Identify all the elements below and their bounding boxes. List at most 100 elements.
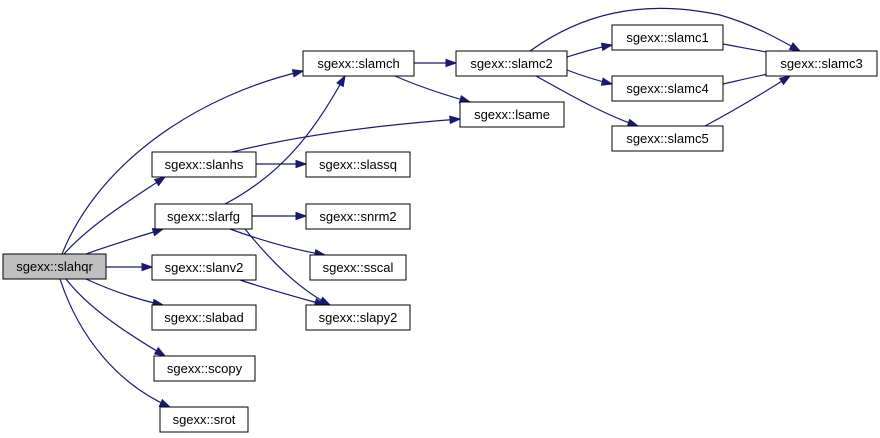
node-box xyxy=(309,254,407,281)
edge-slahqr-to-slarfg xyxy=(85,228,165,255)
node-box xyxy=(154,203,253,230)
node-box xyxy=(305,203,411,230)
edge-line xyxy=(239,279,326,306)
node-label: sgexx::slabad xyxy=(164,310,244,325)
arrowhead-icon xyxy=(626,118,640,127)
arrowhead-icon xyxy=(153,346,167,357)
node-label: sgexx::scopy xyxy=(167,361,243,376)
edge-line xyxy=(394,75,471,103)
node-box xyxy=(305,304,411,331)
node-slanv2[interactable]: sgexx::slanv2 xyxy=(151,254,257,281)
edge-slanv2-to-slapy2 xyxy=(239,279,327,307)
edge-slahqr-to-slanhs xyxy=(63,176,167,255)
node-snrm2[interactable]: sgexx::snrm2 xyxy=(305,203,411,230)
node-box xyxy=(151,304,257,331)
edge-slahqr-to-slamch xyxy=(61,69,305,255)
node-slanhs[interactable]: sgexx::slanhs xyxy=(151,151,257,178)
edge-slamc2-to-slamc1 xyxy=(566,42,614,58)
node-slamch[interactable]: sgexx::slamch xyxy=(302,50,415,77)
edge-line xyxy=(61,70,304,255)
edge-line xyxy=(85,278,164,306)
arrowhead-icon xyxy=(600,77,614,86)
node-box xyxy=(611,125,724,152)
edge-line xyxy=(229,228,326,256)
arrowhead-icon xyxy=(141,262,154,272)
arrowhead-icon xyxy=(151,228,165,237)
node-slahqr: sgexx::slahqr xyxy=(2,253,107,280)
node-label: sgexx::slamc2 xyxy=(470,56,552,71)
edge-slamch-to-slamc2 xyxy=(414,58,458,68)
arrowhead-icon xyxy=(291,69,305,78)
node-scopy[interactable]: sgexx::scopy xyxy=(153,355,256,382)
node-label: sgexx::slapy2 xyxy=(319,310,398,325)
node-box xyxy=(151,151,257,178)
edge-slanhs-to-lsame xyxy=(231,115,462,153)
node-label: sgexx::slamc1 xyxy=(626,30,708,45)
node-label: sgexx::slamc4 xyxy=(626,81,708,96)
edge-line xyxy=(529,7,801,52)
node-slamc3[interactable]: sgexx::slamc3 xyxy=(765,50,878,77)
edge-line xyxy=(85,228,164,255)
node-slarfg[interactable]: sgexx::slarfg xyxy=(154,203,253,230)
arrowhead-icon xyxy=(295,211,308,221)
edge-line xyxy=(231,118,461,153)
arrowhead-icon xyxy=(600,42,614,52)
node-box xyxy=(153,355,256,382)
node-sscal[interactable]: sgexx::sscal xyxy=(309,254,407,281)
node-label: sgexx::slamch xyxy=(317,56,399,71)
edge-slarfg-to-snrm2 xyxy=(251,211,308,221)
node-box xyxy=(151,254,257,281)
edge-slarfg-to-sscal xyxy=(229,228,327,258)
node-label: sgexx::slamc3 xyxy=(780,56,862,71)
arrowhead-icon xyxy=(788,42,802,52)
node-slabad[interactable]: sgexx::slabad xyxy=(151,304,257,331)
node-slamc5[interactable]: sgexx::slamc5 xyxy=(611,125,724,152)
node-box xyxy=(305,151,411,178)
node-label: sgexx::snrm2 xyxy=(319,209,396,224)
edge-slahqr-to-slanv2 xyxy=(105,262,154,272)
edge-slamc2-to-slamc3 xyxy=(529,7,802,52)
node-label: sgexx::lsame xyxy=(474,107,550,122)
node-slassq[interactable]: sgexx::slassq xyxy=(305,151,411,178)
arrowhead-icon xyxy=(445,58,458,68)
node-label: sgexx::slamc5 xyxy=(626,131,708,146)
node-box xyxy=(159,406,249,433)
arrowhead-icon xyxy=(295,159,308,169)
node-box xyxy=(611,24,724,51)
edge-slahqr-to-slabad xyxy=(85,278,165,308)
node-label: sgexx::sscal xyxy=(323,260,394,275)
node-label: sgexx::srot xyxy=(173,412,236,427)
edge-slamc5-to-slamc3 xyxy=(704,75,792,127)
arrowhead-icon xyxy=(153,176,167,187)
edge-slamch-to-lsame xyxy=(394,75,472,104)
edge-line xyxy=(224,75,346,205)
edge-slahqr-to-scopy xyxy=(65,278,167,357)
node-slapy2[interactable]: sgexx::slapy2 xyxy=(305,304,411,331)
node-srot[interactable]: sgexx::srot xyxy=(159,406,249,433)
edge-line xyxy=(535,75,639,127)
node-box xyxy=(302,50,415,77)
node-slamc1[interactable]: sgexx::slamc1 xyxy=(611,24,724,51)
node-slamc4[interactable]: sgexx::slamc4 xyxy=(611,75,724,102)
edge-line xyxy=(65,278,166,357)
arrowhead-icon xyxy=(336,74,346,88)
edge-line xyxy=(244,228,331,306)
edge-slahqr-to-srot xyxy=(59,278,172,408)
node-box xyxy=(611,75,724,102)
node-box xyxy=(2,253,107,280)
node-slamc2[interactable]: sgexx::slamc2 xyxy=(455,50,568,77)
node-box xyxy=(765,50,878,77)
arrowhead-icon xyxy=(449,115,462,125)
arrowhead-icon xyxy=(158,398,172,408)
node-lsame[interactable]: sgexx::lsame xyxy=(459,101,565,128)
node-label: sgexx::slanv2 xyxy=(165,260,244,275)
node-label: sgexx::slarfg xyxy=(167,209,240,224)
edge-line xyxy=(63,176,166,255)
edge-slarfg-to-slamch xyxy=(224,74,346,205)
edge-line xyxy=(59,278,171,408)
node-label: sgexx::slahqr xyxy=(16,259,93,274)
node-label: sgexx::slanhs xyxy=(165,157,244,172)
node-label: sgexx::slassq xyxy=(319,157,397,172)
